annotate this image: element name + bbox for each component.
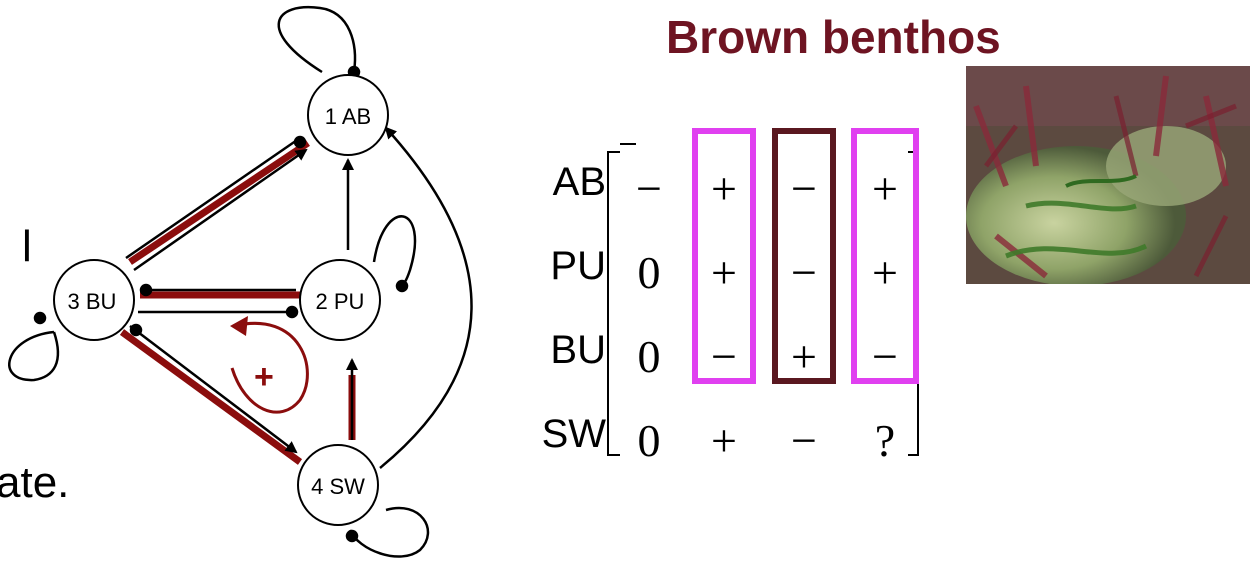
matrix-cell: −	[711, 331, 737, 382]
matrix-cell: +	[711, 247, 737, 298]
matrix-cell: −	[791, 163, 817, 214]
row-label-sw: SW	[541, 412, 606, 456]
black-edges	[8, 5, 473, 558]
matrix-cell: ?	[874, 415, 896, 466]
column-3-highlight	[772, 128, 836, 384]
matrix-cell: +	[872, 163, 898, 214]
node-label: 4 SW	[311, 474, 365, 499]
matrix-cell: 0	[637, 247, 661, 298]
node-1-ab: 1 AB	[307, 74, 389, 156]
matrix-cell: −	[872, 331, 898, 382]
node-label: 1 AB	[325, 104, 371, 129]
matrix-cell: −	[791, 247, 817, 298]
cut-text-fragment-2: ate.	[0, 458, 70, 507]
row-label-ab: AB	[552, 160, 606, 204]
matrix-cell: +	[872, 247, 898, 298]
brown-benthos-photo	[966, 66, 1250, 284]
cut-text-fragment-1: l	[22, 222, 32, 271]
matrix-cell: −	[791, 415, 817, 466]
matrix-cell: +	[711, 415, 737, 466]
matrix-cell: −	[636, 163, 662, 214]
column-4-highlight	[851, 128, 919, 384]
matrix-cell: 0	[637, 331, 661, 382]
node-3-bu: 3 BU	[53, 259, 135, 341]
page-title: Brown benthos	[666, 11, 1001, 63]
column-2-highlight	[692, 128, 756, 384]
node-label: 3 BU	[68, 289, 117, 314]
positive-feedback-loop: +	[230, 316, 309, 414]
loop-sign: +	[254, 358, 274, 396]
node-4-sw: 4 SW	[297, 444, 379, 526]
row-label-bu: BU	[550, 328, 606, 372]
node-label: 2 PU	[316, 289, 365, 314]
matrix-cell: 0	[637, 415, 661, 466]
row-label-pu: PU	[550, 244, 606, 288]
matrix-cell: +	[791, 331, 817, 382]
node-2-pu: 2 PU	[299, 259, 381, 341]
matrix-cell: +	[711, 163, 737, 214]
